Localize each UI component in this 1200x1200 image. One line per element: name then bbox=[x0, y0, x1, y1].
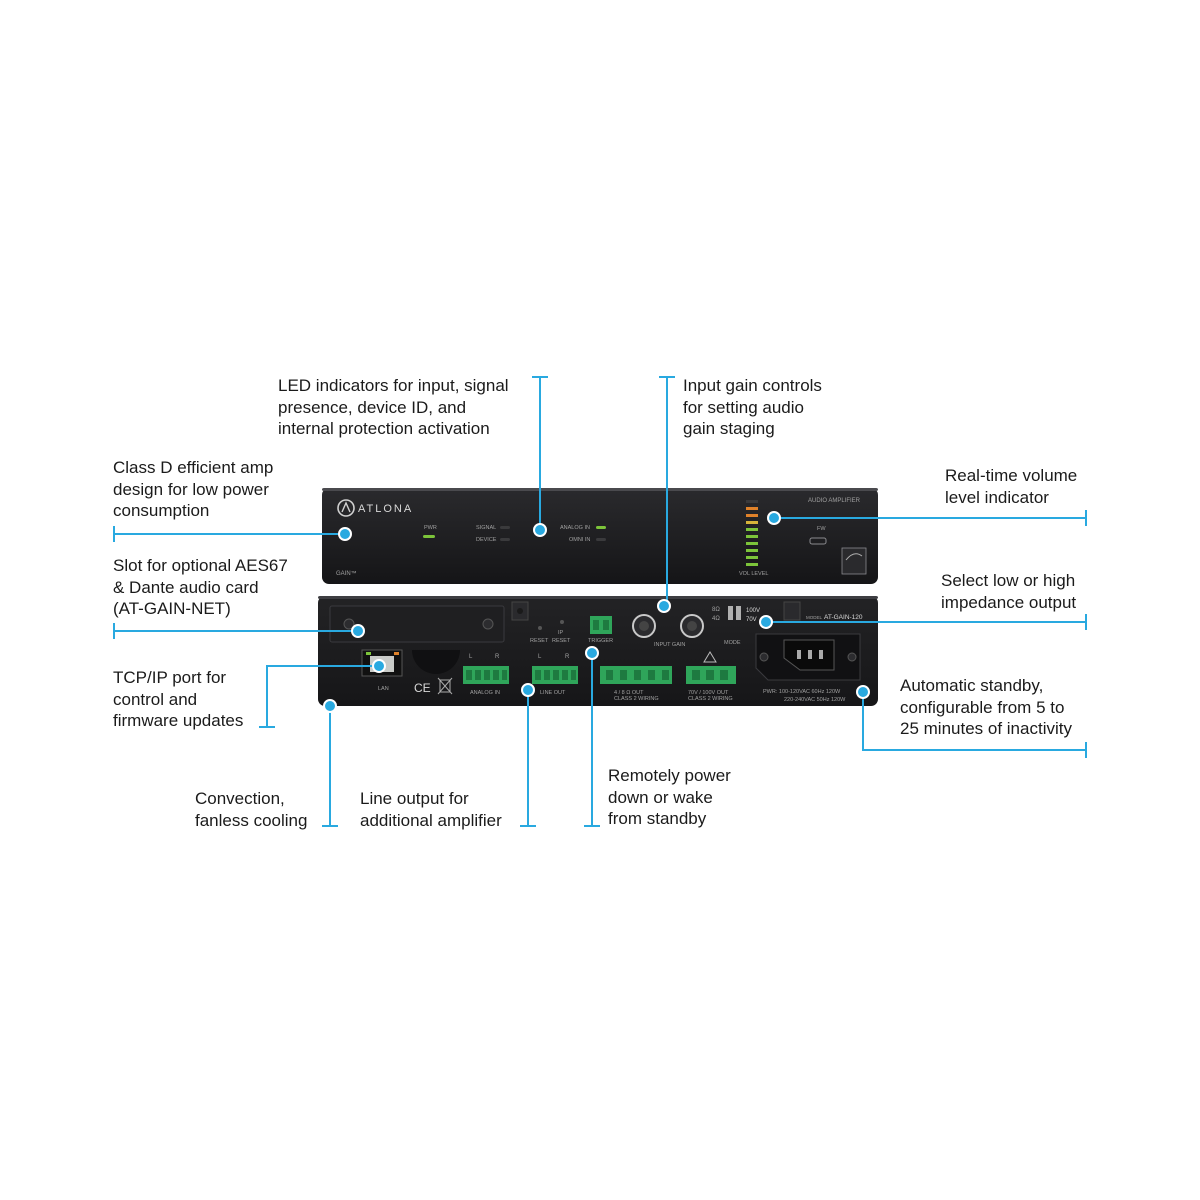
gain-knob-left bbox=[632, 614, 656, 638]
led-omni-label: OMNI IN bbox=[569, 537, 590, 543]
led-signal-label: SIGNAL bbox=[476, 525, 496, 531]
leader-tcpip bbox=[266, 665, 378, 667]
dot-standby bbox=[856, 685, 870, 699]
leader-class-d bbox=[113, 533, 343, 535]
model-label: AT-GAIN-120 bbox=[824, 614, 863, 621]
trigger-label: TRIGGER bbox=[588, 638, 613, 644]
led-pwr-label: PWR bbox=[424, 525, 437, 531]
ohm8-label: 8Ω bbox=[712, 607, 720, 613]
callout-class-d: Class D efficient amp design for low pow… bbox=[113, 458, 274, 520]
callout-line-output: Line output for additional amplifier bbox=[360, 789, 502, 830]
analog-l: L bbox=[469, 654, 473, 660]
warning-icon bbox=[703, 651, 717, 663]
leader-remote bbox=[591, 653, 593, 826]
mode-switch-2 bbox=[736, 606, 741, 620]
dot-remote bbox=[585, 646, 599, 660]
callout-led-indicators: LED indicators for input, signal presenc… bbox=[278, 376, 509, 438]
gain-knob-right bbox=[680, 614, 704, 638]
dot-convection bbox=[323, 699, 337, 713]
mode-switch-1 bbox=[728, 606, 733, 620]
leader-slot bbox=[113, 630, 357, 632]
ip-label: IP bbox=[558, 630, 564, 636]
v70-label: 70V bbox=[746, 617, 757, 623]
reset-button bbox=[538, 626, 542, 630]
v100-label: 100V bbox=[746, 608, 760, 614]
mode-label: MODE bbox=[724, 640, 741, 646]
leader-impedance bbox=[766, 621, 1086, 623]
dot-vol bbox=[767, 511, 781, 525]
dot-lineout bbox=[521, 683, 535, 697]
callout-remote-power: Remotely power down or wake from standby bbox=[608, 766, 731, 828]
trigger-terminal bbox=[590, 616, 612, 634]
callout-input-gain: Input gain controls for setting audio ga… bbox=[683, 376, 822, 438]
callout-slot: Slot for optional AES67 & Dante audio ca… bbox=[113, 556, 288, 618]
line-out-terminal bbox=[532, 666, 578, 684]
analog-in-label: ANALOG IN bbox=[470, 690, 500, 696]
input-gain-label: INPUT GAIN bbox=[654, 642, 685, 648]
leader-lineout bbox=[527, 690, 529, 826]
lan-label: LAN bbox=[378, 686, 389, 692]
callout-standby: Automatic standby, configurable from 5 t… bbox=[900, 676, 1072, 738]
callout-tcpip: TCP/IP port for control and firmware upd… bbox=[113, 668, 244, 730]
led-analog-label: ANALOG IN bbox=[560, 525, 590, 531]
led-pwr bbox=[423, 535, 435, 538]
led-omni bbox=[596, 538, 606, 541]
leader-vol bbox=[774, 517, 1086, 519]
leader-convection bbox=[329, 706, 331, 826]
led-device-label: DEVICE bbox=[476, 537, 497, 543]
lineout-r: R bbox=[565, 654, 570, 660]
front-panel: ATLONA GAIN™ AUDIO AMPLIFIER PWR SIGNAL … bbox=[322, 488, 878, 584]
brand-text: ATLONA bbox=[358, 503, 413, 515]
callout-volume-level: Real-time volume level indicator bbox=[945, 466, 1078, 507]
leader-gain bbox=[666, 376, 668, 598]
led-analog bbox=[596, 526, 606, 529]
vent-circle bbox=[412, 650, 460, 674]
analog-r: R bbox=[495, 654, 500, 660]
led-device bbox=[500, 538, 510, 541]
speaker-out-high-terminal bbox=[686, 666, 736, 684]
audio-amplifier-label: AUDIO AMPLIFIER bbox=[808, 498, 861, 504]
leader-standby bbox=[862, 692, 864, 750]
ip-reset-button bbox=[560, 620, 564, 624]
dot-impedance bbox=[759, 615, 773, 629]
model-bracket bbox=[783, 601, 801, 621]
callout-convection: Convection, fanless cooling bbox=[195, 789, 308, 830]
energy-star-icon bbox=[841, 547, 867, 575]
usb-port bbox=[809, 537, 827, 545]
reset-label: RESET bbox=[530, 638, 549, 644]
vu-meter bbox=[746, 500, 758, 566]
card-slot bbox=[329, 605, 505, 643]
line-out-label: LINE OUT bbox=[540, 690, 566, 696]
ohm4-label: 4Ω bbox=[712, 616, 720, 622]
model-prefix: MODEL bbox=[806, 615, 823, 620]
dot-class-d bbox=[338, 527, 352, 541]
ce-mark: CE bbox=[414, 681, 431, 695]
vol-level-label: VOL LEVEL bbox=[739, 571, 768, 577]
dot-slot bbox=[351, 624, 365, 638]
leader-led bbox=[539, 376, 541, 528]
weee-icon bbox=[437, 677, 453, 695]
ip-reset-label: RESET bbox=[552, 638, 571, 644]
atlona-logo: ATLONA bbox=[337, 499, 413, 517]
pwr-line1: PWR: 100-120VAC 60Hz 120W bbox=[763, 689, 841, 695]
product-label: GAIN™ bbox=[336, 570, 357, 577]
power-inlet bbox=[755, 633, 861, 681]
dot-gain bbox=[657, 599, 671, 613]
dot-led bbox=[533, 523, 547, 537]
pwr-line2: 220-240VAC 50Hz 120W bbox=[784, 697, 846, 703]
dot-tcpip bbox=[372, 659, 386, 673]
fw-label: FW bbox=[817, 526, 826, 532]
callout-impedance: Select low or high impedance output bbox=[941, 571, 1077, 612]
led-signal bbox=[500, 526, 510, 529]
analog-in-terminal bbox=[463, 666, 509, 684]
lineout-l: L bbox=[538, 654, 542, 660]
speaker-out-low-terminal bbox=[600, 666, 672, 684]
